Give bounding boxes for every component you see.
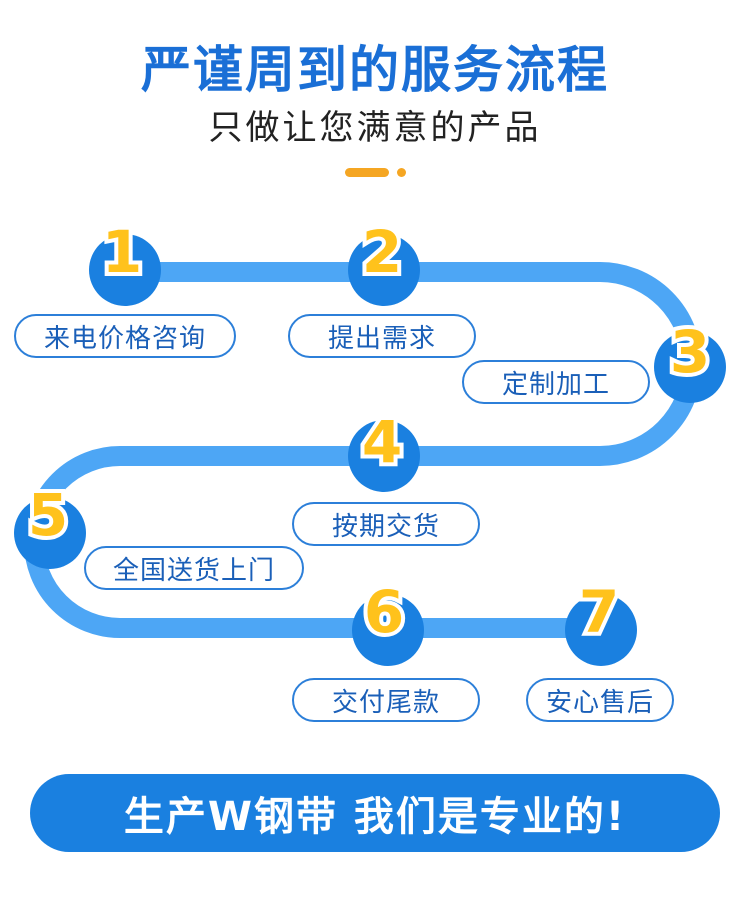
step-5-circle bbox=[14, 497, 86, 569]
step-5-node: 5 bbox=[14, 477, 86, 569]
process-track bbox=[24, 262, 702, 638]
step-4-label: 按期交货 bbox=[292, 502, 480, 546]
step-1-label: 来电价格咨询 bbox=[14, 314, 236, 358]
step-3-circle bbox=[654, 331, 726, 403]
step-7-label: 安心售后 bbox=[526, 678, 674, 722]
step-6-number: 6 bbox=[364, 578, 404, 646]
footer-banner: 生产W钢带 我们是专业的! bbox=[30, 774, 720, 852]
step-5-label: 全国送货上门 bbox=[84, 546, 304, 590]
step-6-node: 6 bbox=[352, 574, 424, 666]
step-1-number: 1 bbox=[102, 218, 142, 286]
page-title: 严谨周到的服务流程 bbox=[141, 41, 609, 99]
step-7-number: 7 bbox=[579, 578, 619, 646]
step-6-label: 交付尾款 bbox=[292, 678, 480, 722]
step-1-node: 1 bbox=[89, 214, 161, 306]
step-5-number: 5 bbox=[28, 481, 68, 549]
step-2-circle bbox=[348, 234, 420, 306]
step-4-number: 4 bbox=[362, 408, 402, 476]
title-decoration-bar bbox=[345, 168, 389, 177]
step-6-circle bbox=[352, 594, 424, 666]
step-2-number: 2 bbox=[362, 218, 402, 286]
step-7-node: 7 bbox=[565, 574, 637, 666]
step-4-circle bbox=[348, 420, 420, 492]
step-2-label: 提出需求 bbox=[288, 314, 476, 358]
page-subtitle: 只做让您满意的产品 bbox=[208, 108, 542, 148]
step-3-node: 3 bbox=[654, 314, 726, 403]
step-1-circle bbox=[89, 234, 161, 306]
step-2-node: 2 bbox=[348, 214, 420, 306]
step-3-number: 3 bbox=[670, 318, 710, 386]
title-decoration-dot bbox=[397, 168, 406, 177]
step-7-circle bbox=[565, 594, 637, 666]
step-4-node: 4 bbox=[348, 404, 420, 492]
step-3-label: 定制加工 bbox=[462, 360, 650, 404]
